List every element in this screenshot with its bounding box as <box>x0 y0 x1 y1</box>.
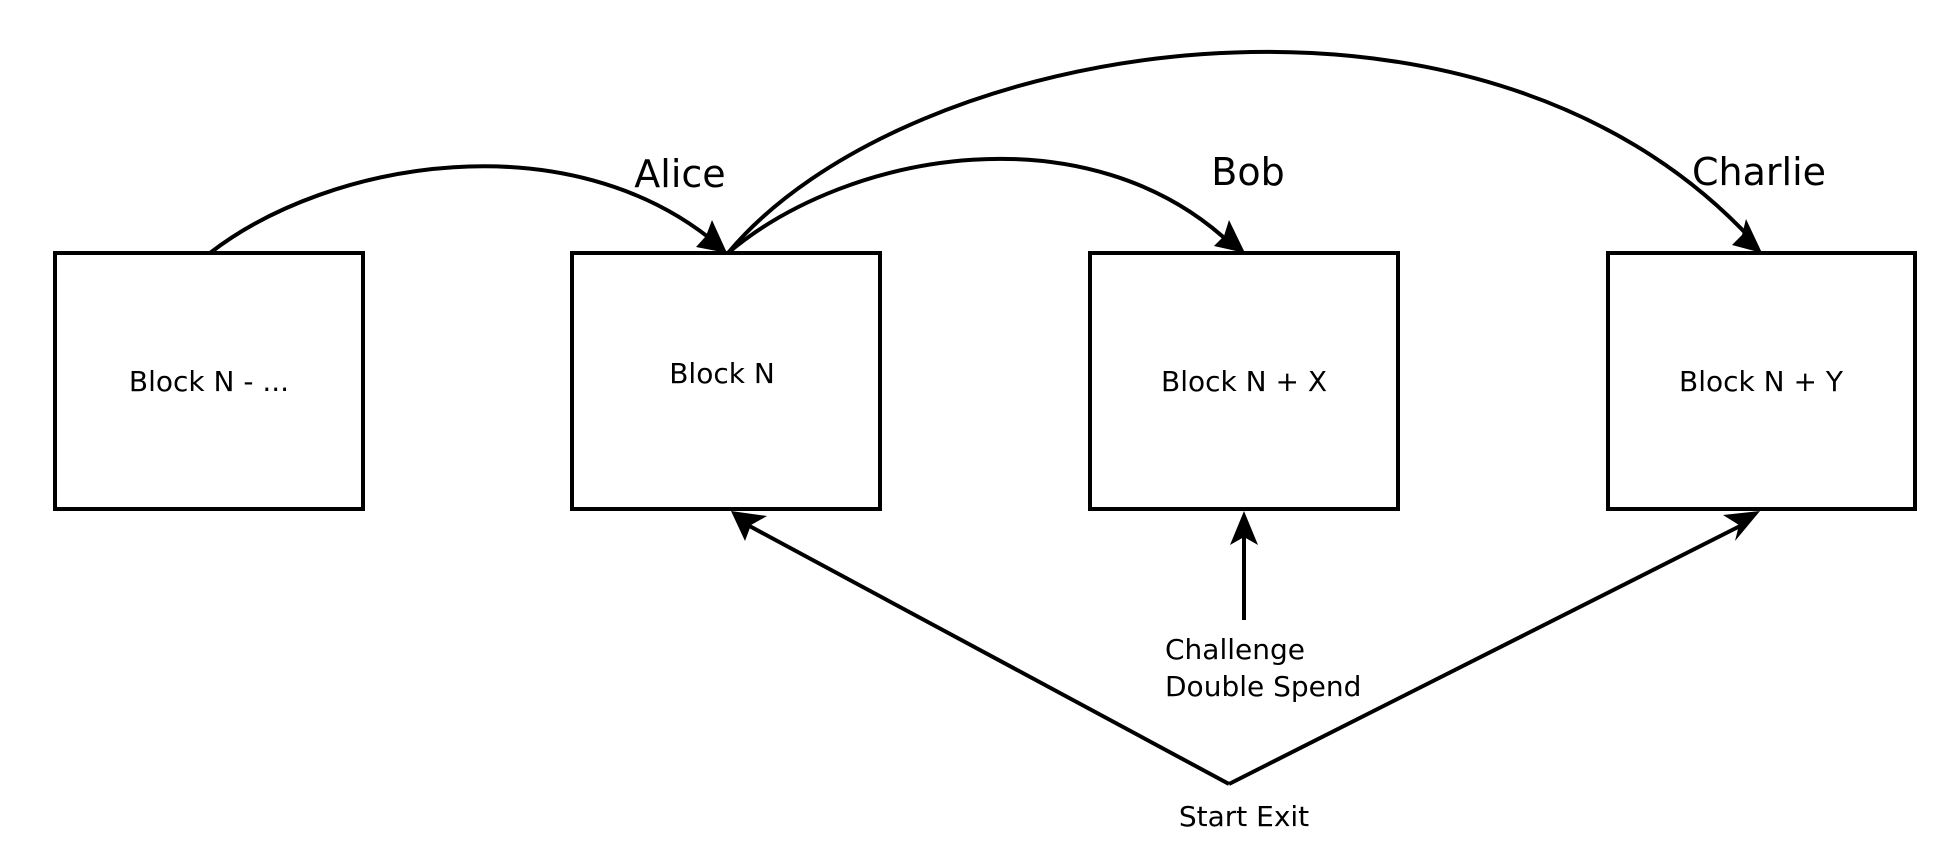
block-prev-label: Block N - ... <box>129 365 289 398</box>
challenge-label-line1: Challenge <box>1165 633 1305 666</box>
arrowhead-block-n <box>696 220 727 253</box>
edge-start-exit-to-block-n-plus-y <box>1228 520 1749 786</box>
challenge-label-line2: Double Spend <box>1165 670 1361 703</box>
block-prev <box>53 251 365 511</box>
edge-block-n-to-block-n-plus-x <box>726 156 1234 255</box>
start-exit-label: Start Exit <box>1179 800 1309 833</box>
block-n-plus-x-label: Block N + X <box>1161 365 1327 398</box>
arrowhead-challenge <box>1230 511 1258 545</box>
bob-label: Bob <box>1211 150 1284 194</box>
block-n-label: Block N <box>669 357 775 390</box>
block-n-plus-x <box>1088 251 1400 511</box>
edge-block-n-to-block-n-plus-y <box>726 49 1754 255</box>
arrowhead-start-exit-block-n-plus-y <box>1723 511 1760 541</box>
block-n <box>570 251 882 511</box>
charlie-label: Charlie <box>1692 150 1826 194</box>
alice-label: Alice <box>634 152 725 196</box>
block-n-plus-y-label: Block N + Y <box>1679 365 1844 398</box>
arrowhead-block-n-plus-x <box>1214 220 1245 253</box>
block-n-plus-y <box>1606 251 1917 511</box>
arrowhead-block-n-plus-y <box>1732 219 1762 253</box>
arrowhead-start-exit-block-n <box>731 511 767 541</box>
edge-prev-to-block-n <box>208 164 720 255</box>
edge-start-exit-to-block-n <box>741 520 1230 786</box>
